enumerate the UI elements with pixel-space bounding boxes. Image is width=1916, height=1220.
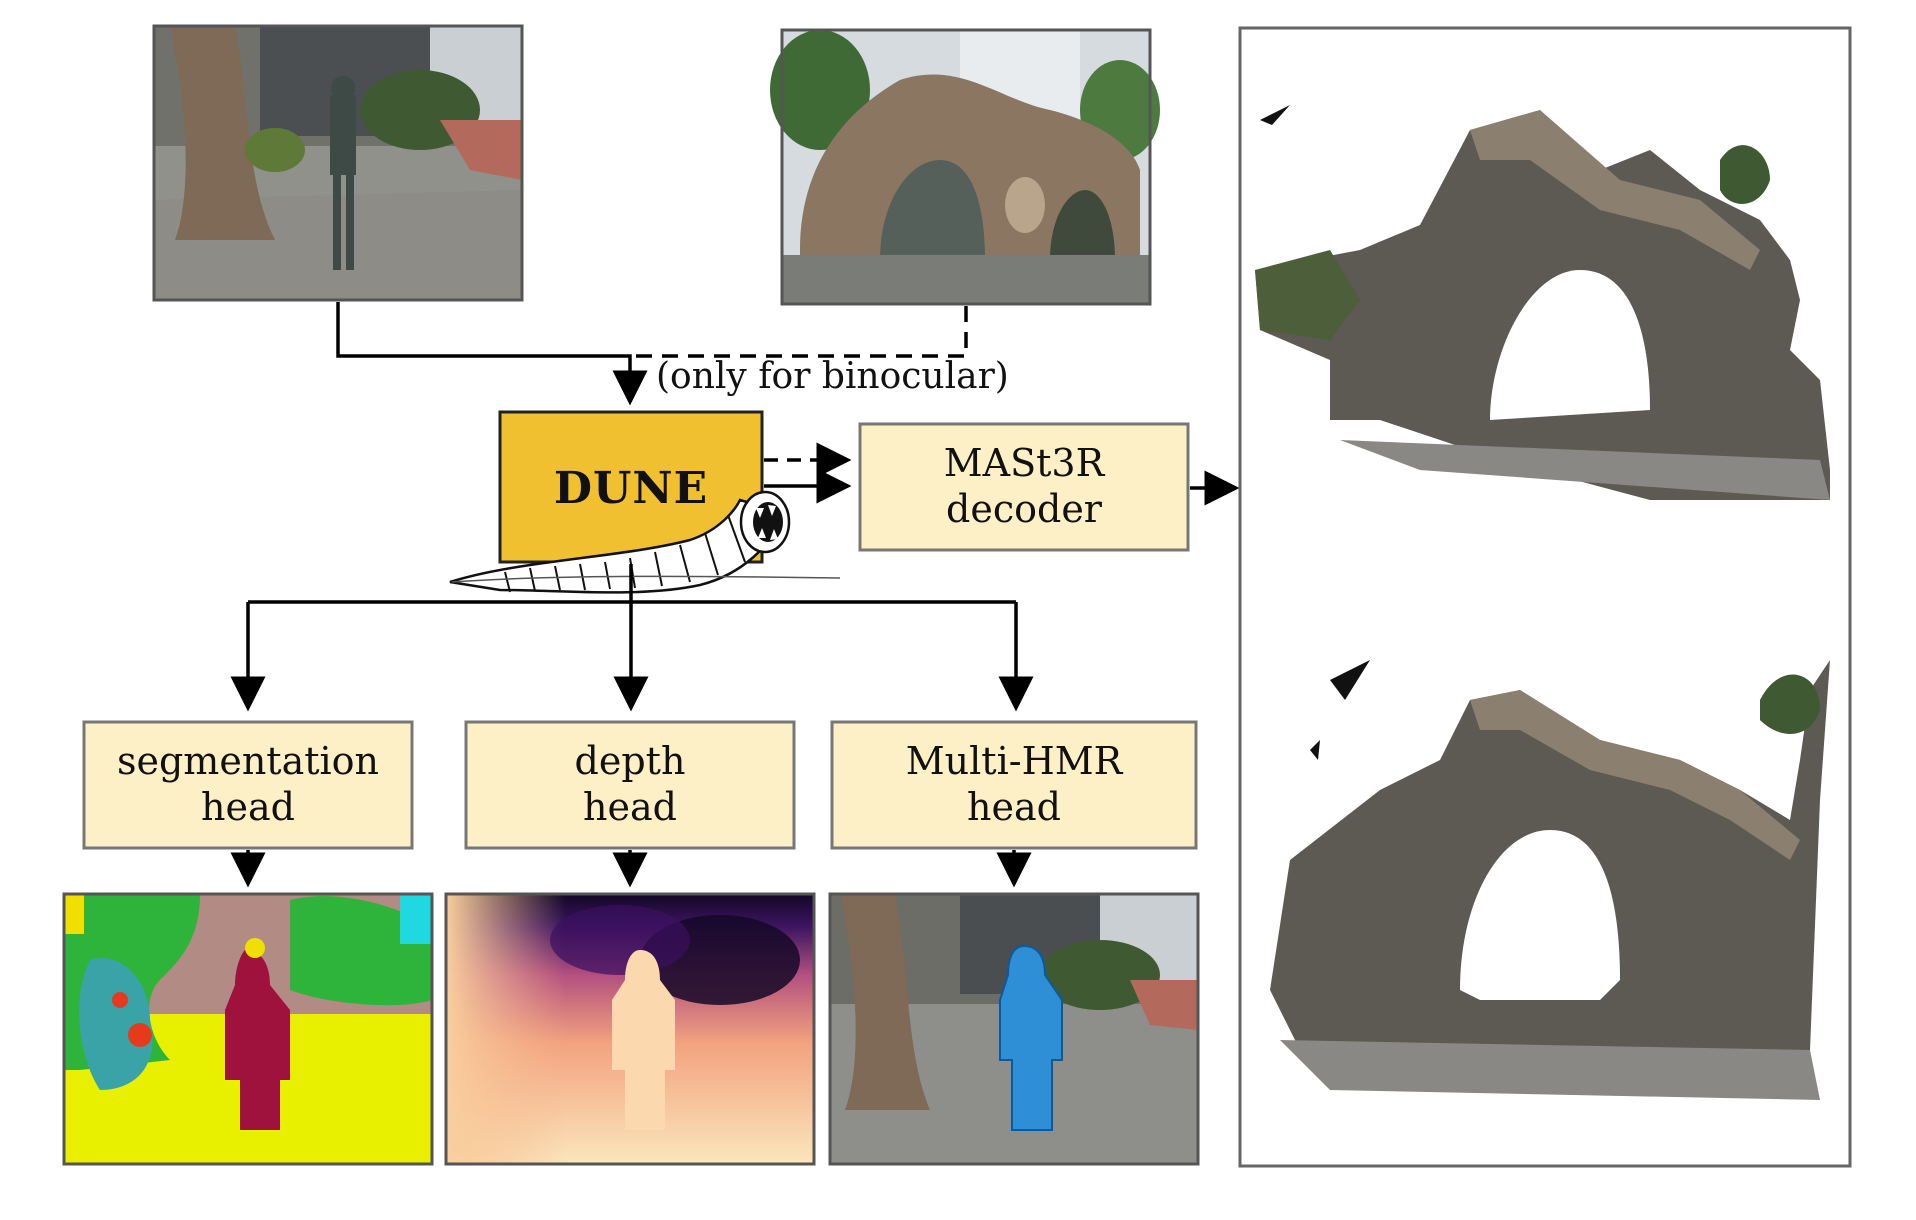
sandworm-icon [449,490,841,594]
reconstruction-view-bottom [1270,660,1830,1100]
multi-hmr-head-box: Multi-HMR head [830,720,1198,850]
depth-output-image [444,892,816,1166]
mast3r-decoder-box: MASt3R decoder [858,422,1190,552]
decoder-label-line2: decoder [946,487,1103,531]
segmentation-output-image [62,892,434,1166]
decoder-label-line1: MASt3R [944,441,1106,485]
encoder-to-decoder-arrows [764,442,852,504]
depth-head-line2: head [583,785,677,829]
multi-hmr-output-image [828,892,1200,1166]
input-connectors [336,302,968,406]
multi-hmr-head-line1: Multi-HMR [906,739,1124,783]
depth-head-box: depth head [464,720,796,850]
multi-hmr-head-line2: head [967,785,1061,829]
dune-label: DUNE [554,463,708,514]
segmentation-head-line1: segmentation [117,739,379,783]
segmentation-head-line2: head [201,785,295,829]
binocular-note: (only for binocular) [656,356,1009,397]
head-connectors [230,564,1034,712]
reconstruction-panel [1238,26,1852,1168]
segmentation-head-box: segmentation head [82,720,414,850]
input-image-monocular [152,24,524,302]
depth-head-line1: depth [575,739,686,783]
head-output-arrows [230,850,1032,888]
reconstruction-view-top [1255,105,1830,500]
input-image-binocular [770,28,1160,306]
